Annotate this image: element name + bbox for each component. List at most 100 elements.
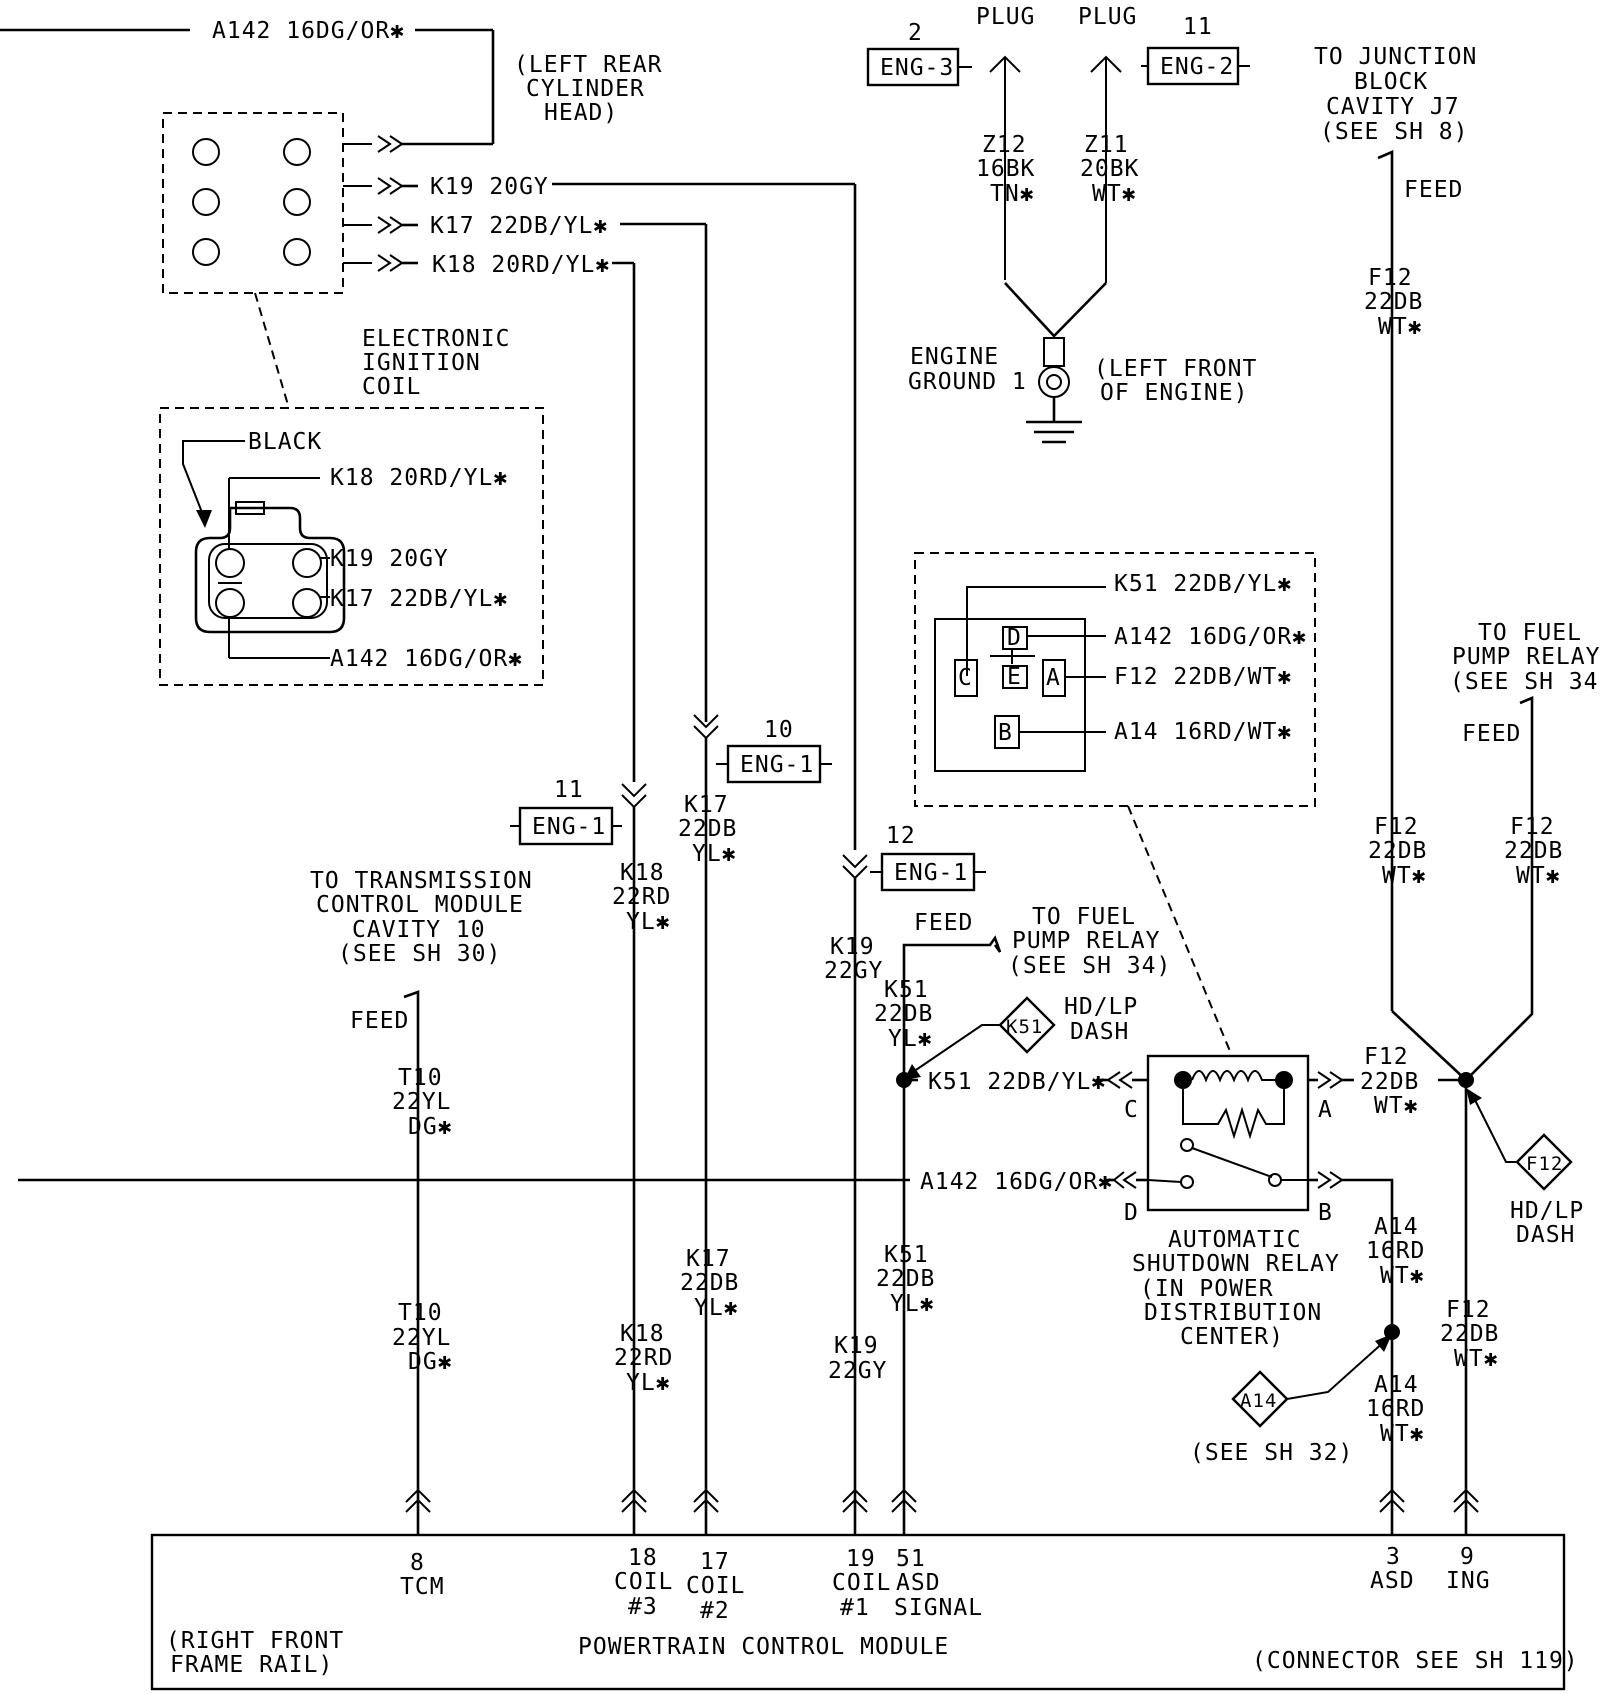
svg-text:20BK: 20BK — [1080, 156, 1139, 182]
f12-a-label: F12 22DB WT✱ — [1360, 1044, 1419, 1119]
eng1-c11: 11 ENG-1 — [510, 777, 647, 846]
top-a142-label: A142 16DG/OR✱ — [212, 18, 405, 44]
svg-text:T10: T10 — [398, 1065, 443, 1091]
t10-wire — [403, 990, 420, 1545]
svg-text:9: 9 — [1460, 1544, 1475, 1570]
svg-text:HD/LP: HD/LP — [1510, 1198, 1584, 1224]
svg-text:TO TRANSMISSION: TO TRANSMISSION — [310, 868, 533, 894]
svg-text:FEED: FEED — [1462, 721, 1521, 747]
svg-text:B: B — [998, 720, 1013, 746]
k19-mid-label: K19 22GY — [824, 934, 883, 984]
svg-text:A: A — [1318, 1097, 1333, 1123]
k19-lower-label: K19 22GY — [828, 1333, 887, 1384]
cylinder-head-connector — [162, 112, 344, 294]
svg-text:ELECTRONIC: ELECTRONIC — [362, 326, 510, 352]
svg-text:K18 20RD/YL✱: K18 20RD/YL✱ — [432, 252, 610, 278]
svg-text:(SEE SH 34): (SEE SH 34) — [1450, 669, 1600, 695]
svg-text:C: C — [1124, 1097, 1139, 1123]
svg-text:ENGINE: ENGINE — [910, 344, 999, 370]
pcm-connector-note: (CONNECTOR SEE SH 119) — [1252, 1648, 1579, 1674]
svg-text:(SEE SH 30): (SEE SH 30) — [338, 941, 501, 967]
svg-text:F12: F12 — [1364, 1044, 1409, 1070]
svg-text:HD/LP: HD/LP — [1064, 994, 1138, 1020]
svg-text:K17 22DB/YL✱: K17 22DB/YL✱ — [330, 586, 508, 612]
svg-text:YL✱: YL✱ — [888, 1026, 933, 1052]
svg-text:22DB: 22DB — [680, 1270, 739, 1296]
svg-text:11: 11 — [1183, 14, 1213, 40]
asd-relay: C D A B — [1124, 1054, 1333, 1226]
svg-text:F12: F12 — [1446, 1297, 1491, 1323]
svg-text:(RIGHT FRONT: (RIGHT FRONT — [166, 1628, 344, 1654]
svg-text:BLACK: BLACK — [248, 429, 322, 455]
svg-text:2: 2 — [908, 20, 923, 46]
svg-text:F12 22DB/WT✱: F12 22DB/WT✱ — [1114, 664, 1292, 690]
svg-text:COIL: COIL — [362, 374, 421, 400]
svg-text:3: 3 — [1386, 1544, 1401, 1570]
svg-text:ENG-1: ENG-1 — [740, 752, 814, 778]
svg-text:FEED: FEED — [350, 1008, 409, 1034]
svg-text:10: 10 — [764, 717, 794, 743]
svg-text:WT✱: WT✱ — [1380, 1263, 1425, 1289]
hdlp-dash-1: HD/LP DASH — [1064, 994, 1138, 1045]
svg-text:K17: K17 — [684, 792, 729, 818]
svg-text:WT✱: WT✱ — [1454, 1346, 1499, 1372]
svg-text:22YL: 22YL — [392, 1325, 451, 1351]
coil-detail-box — [159, 407, 544, 686]
plug-eng3: 2 PLUG ENG-3 Z12 16BK TN✱ — [866, 4, 1035, 280]
svg-text:TN✱: TN✱ — [990, 181, 1035, 207]
pcm-pin-3: 3 ASD — [1370, 1544, 1415, 1594]
a14-diamond: A14 — [1231, 1334, 1392, 1428]
svg-text:12: 12 — [886, 823, 916, 849]
svg-text:YL✱: YL✱ — [626, 1370, 671, 1396]
svg-text:#1: #1 — [840, 1595, 870, 1621]
svg-text:TO FUEL: TO FUEL — [1478, 620, 1582, 646]
svg-text:K19: K19 — [834, 1333, 879, 1359]
svg-text:WT✱: WT✱ — [1374, 1093, 1419, 1119]
pcm-title: POWERTRAIN CONTROL MODULE — [578, 1634, 949, 1660]
svg-text:22GY: 22GY — [828, 1358, 887, 1384]
svg-text:TCM: TCM — [400, 1574, 445, 1600]
svg-text:T10: T10 — [398, 1300, 443, 1326]
k17-mid-label: K17 22DB YL✱ — [678, 792, 737, 867]
svg-text:(LEFT REAR: (LEFT REAR — [514, 52, 662, 78]
svg-text:A142 16DG/OR✱: A142 16DG/OR✱ — [1114, 624, 1307, 650]
f12-feed-wire — [1377, 150, 1394, 1011]
asd-relay-label: AUTOMATIC SHUTDOWN RELAY (IN POWER DISTR… — [1132, 1227, 1339, 1350]
svg-text:22GY: 22GY — [824, 958, 883, 984]
svg-text:Z11: Z11 — [1084, 132, 1129, 158]
coil-wire-k17: K17 22DB/YL✱ — [343, 213, 708, 722]
eng1-c10: 10 ENG-1 — [693, 714, 832, 784]
svg-text:F12: F12 — [1526, 1153, 1563, 1175]
svg-text:D: D — [1007, 625, 1022, 651]
svg-text:#3: #3 — [628, 1594, 658, 1620]
k51-horizontal-label: K51 22DB/YL✱ — [928, 1069, 1106, 1095]
k51-lower-label: K51 22DB YL✱ — [876, 1242, 934, 1317]
f12-right-wire-label: F12 22DB WT✱ — [1368, 814, 1426, 889]
svg-text:YL✱: YL✱ — [626, 909, 671, 935]
t10-upper-label: T10 22YL DG✱ — [392, 1065, 452, 1140]
svg-text:K18 20RD/YL✱: K18 20RD/YL✱ — [330, 465, 508, 491]
pcm-pin-18: 18 COIL #3 — [614, 1545, 672, 1620]
svg-text:16BK: 16BK — [976, 156, 1035, 182]
svg-text:K19 20GY: K19 20GY — [430, 174, 549, 200]
svg-text:16RD: 16RD — [1366, 1396, 1425, 1422]
svg-text:DASH: DASH — [1070, 1019, 1129, 1045]
svg-text:19: 19 — [846, 1546, 876, 1572]
eng1-c12: 12 ENG-1 — [842, 823, 986, 892]
svg-text:22RD: 22RD — [612, 884, 671, 910]
svg-text:TO JUNCTION: TO JUNCTION — [1314, 44, 1477, 70]
a142-horizontal-label: A142 16DG/OR✱ — [920, 1169, 1113, 1195]
svg-text:22DB: 22DB — [678, 816, 737, 842]
tcm-label: TO TRANSMISSION CONTROL MODULE CAVITY 10… — [310, 868, 533, 1034]
svg-text:ENG-2: ENG-2 — [1160, 54, 1234, 80]
svg-text:8: 8 — [410, 1550, 425, 1576]
f12-fuel-pump-wire — [1465, 696, 1534, 1081]
pcm-box — [150, 1533, 1566, 1691]
svg-text:22YL: 22YL — [392, 1089, 451, 1115]
svg-text:COIL: COIL — [686, 1573, 745, 1599]
svg-text:CYLINDER: CYLINDER — [526, 76, 645, 102]
svg-text:AUTOMATIC: AUTOMATIC — [1168, 1227, 1302, 1253]
svg-text:F12: F12 — [1374, 814, 1419, 840]
svg-text:ASD: ASD — [1370, 1568, 1415, 1594]
svg-text:K51 22DB/YL✱: K51 22DB/YL✱ — [1114, 571, 1292, 597]
